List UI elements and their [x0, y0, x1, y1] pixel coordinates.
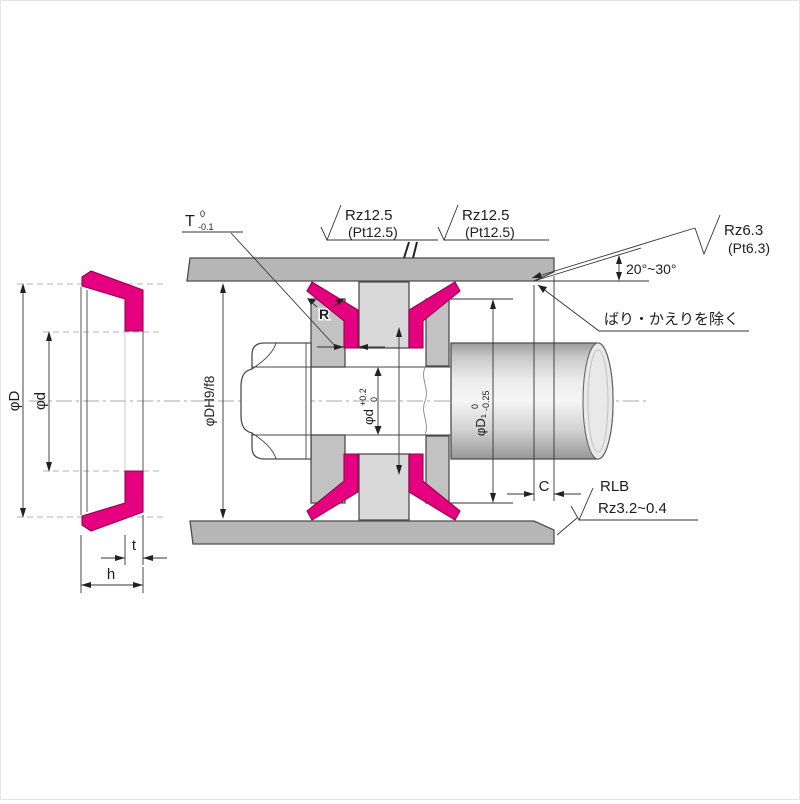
burr-note-callout: ばり・かえりを除く	[537, 284, 749, 332]
dimension-boss: φD₁ 0 -0.25	[449, 298, 513, 504]
dimension-chamfer-c: C	[507, 276, 581, 501]
dimension-groove-width: T 0 -0.1	[182, 209, 385, 350]
chamfer-c-label: C	[539, 478, 550, 495]
surface-finish-callout-right: Rz6.3 (Pt6.3)	[531, 214, 770, 279]
housing-lower-bar	[189, 520, 555, 545]
dimension-phid: φd	[32, 331, 52, 472]
installed-seal-upper-right	[408, 281, 461, 349]
chamfer-angle-label: 20°~30°	[626, 261, 677, 277]
groove-lower-tol: -0.1	[198, 222, 214, 232]
boss-lower-tol: -0.25	[481, 390, 491, 411]
phid-label: φd	[32, 392, 49, 410]
bolt-head-arc-top	[251, 342, 277, 370]
rod-end-inner-rim	[587, 349, 609, 453]
surface-finish-callout-left: Rz12.5 (Pt12.5)	[320, 204, 438, 259]
surface-finish-callout-middle: Rz12.5 (Pt12.5)	[437, 204, 549, 242]
finish-leader-tick-2	[412, 241, 418, 259]
finish-leader-tick-1	[403, 241, 410, 259]
installed-seal-upper-left	[306, 281, 359, 349]
rod-end-face	[582, 342, 614, 460]
housing-upper-bar	[186, 257, 555, 282]
finish-right-line2: (Pt6.3)	[728, 240, 770, 256]
gland-center-column-lower	[358, 453, 410, 521]
burr-note-label: ばり・かえりを除く	[604, 311, 739, 328]
finish-left-line2: (Pt12.5)	[348, 224, 398, 240]
dimension-phiD: φD	[6, 283, 26, 518]
groove-width-callout: T 0 -0.1	[182, 209, 243, 233]
rlb-line1: RLB	[600, 478, 629, 495]
rod-boss	[450, 342, 614, 460]
bolt-head-arc-bottom	[251, 432, 277, 460]
dimension-bore-fit: φDH9/f8	[202, 283, 226, 519]
corner-radius-callout: R	[307, 298, 344, 324]
chamfer-angle-callout: 20°~30°	[533, 247, 677, 282]
dimension-shank-bore: φd +0.2 0	[358, 367, 382, 435]
finish-mid-line2: (Pt12.5)	[465, 224, 515, 240]
shank-bore-lower-tol: 0	[369, 397, 379, 402]
seal-lip-top	[81, 270, 144, 332]
finish-left-line1: Rz12.5	[345, 207, 393, 224]
groove-upper-tol: 0	[200, 209, 205, 219]
bolt	[240, 342, 451, 460]
installed-seal-lower-left	[306, 453, 359, 521]
dimension-lip-diameter	[396, 327, 402, 475]
bore-fit-label: φDH9/f8	[202, 376, 217, 427]
finish-mid-line1: Rz12.5	[462, 207, 510, 224]
t-label: t	[132, 537, 137, 554]
dimension-t: t	[101, 515, 167, 565]
shank-break-line	[423, 366, 427, 436]
rlb-callout: RLB Rz3.2~0.4	[556, 478, 698, 536]
shank-bore-upper-tol: +0.2	[358, 388, 368, 406]
h-label: h	[107, 566, 115, 583]
shank-bore-label: φd	[361, 409, 376, 425]
gland-center-column-upper	[358, 281, 410, 349]
corner-radius-label: R	[319, 306, 329, 322]
rlb-line2: Rz3.2~0.4	[598, 500, 667, 517]
phiD-label: φD	[6, 391, 23, 412]
finish-right-line1: Rz6.3	[724, 222, 763, 239]
assembly-view	[186, 257, 614, 545]
groove-label: T	[185, 213, 195, 230]
bolt-head-outline	[240, 342, 312, 460]
seal-left-view: φD φd t h	[6, 270, 167, 593]
seal-lip-bottom	[81, 470, 144, 532]
boss-upper-tol: 0	[470, 404, 480, 409]
installed-seal-lower-right	[408, 453, 461, 521]
dimension-h: h	[80, 535, 144, 593]
boss-label: φD₁	[473, 413, 488, 436]
